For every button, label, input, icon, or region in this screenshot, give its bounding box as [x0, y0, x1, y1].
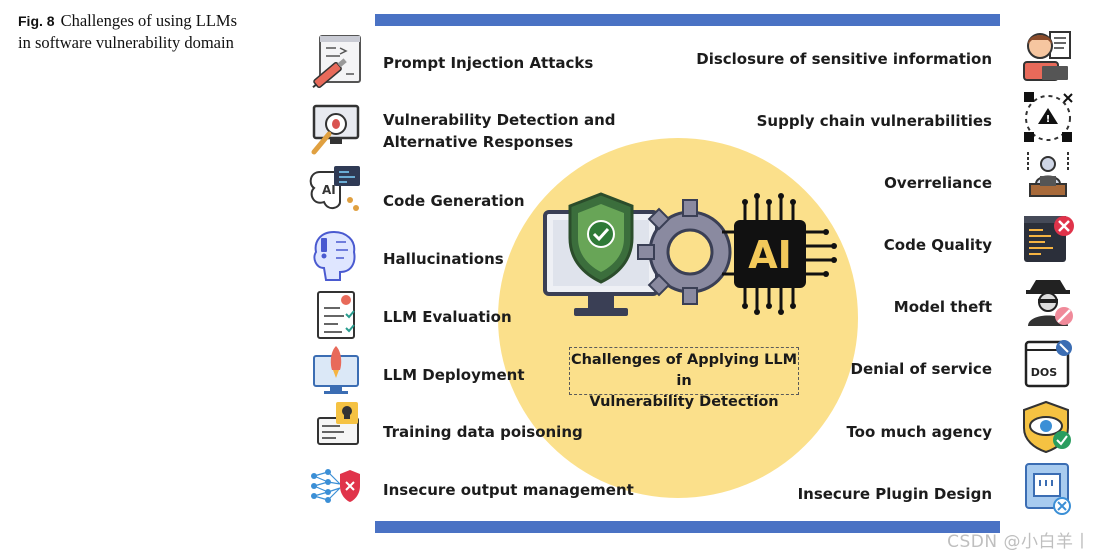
- left-item-training-data-poisoning: Training data poisoning: [383, 423, 583, 441]
- left-item-llm-deployment: LLM Deployment: [383, 366, 525, 384]
- right-item-disclosure: Disclosure of sensitive information: [696, 50, 992, 68]
- center-title-line-1: Challenges of Applying LLM in: [570, 352, 798, 389]
- supply-chain-icon: !: [1024, 92, 1073, 142]
- svg-text:AI: AI: [322, 183, 336, 197]
- right-item-insecure-plugin: Insecure Plugin Design: [797, 485, 992, 503]
- right-item-code-quality: Code Quality: [883, 236, 992, 254]
- watermark: CSDN @小白羊丨: [947, 532, 1091, 552]
- left-item-vuln-detection-line-2: Alternative Responses: [383, 133, 574, 151]
- center-title-box: Challenges of Applying LLM in Vulnerabil…: [569, 347, 799, 410]
- right-item-denial-of-service: Denial of service: [850, 360, 992, 378]
- person-document-icon: [1023, 31, 1071, 81]
- left-item-vuln-detection: Vulnerability Detection and Alternative …: [383, 109, 616, 153]
- code-error-icon: [1024, 216, 1074, 262]
- ai-chip-icon: AI: [722, 193, 837, 315]
- right-item-model-theft: Model theft: [893, 298, 992, 316]
- chip-text: AI: [748, 233, 792, 277]
- top-bar: [375, 14, 1000, 26]
- right-item-too-much-agency: Too much agency: [846, 423, 992, 441]
- right-item-supply-chain: Supply chain vulnerabilities: [756, 112, 992, 130]
- left-item-code-generation: Code Generation: [383, 192, 525, 210]
- chained-person-icon: [1027, 152, 1069, 197]
- figure-number: Fig. 8: [18, 13, 55, 29]
- spy-icon: [1026, 280, 1073, 326]
- left-item-vuln-detection-line-1: Vulnerability Detection and: [383, 111, 616, 129]
- left-item-hallucinations: Hallucinations: [383, 250, 504, 268]
- poison-data-icon: [317, 402, 359, 445]
- brain-icon: [313, 230, 356, 281]
- caption-line-2: in software vulnerability domain: [18, 33, 234, 52]
- dos-icon: DOS: [1024, 340, 1072, 388]
- caption-line-1: Challenges of using LLMs: [60, 11, 238, 30]
- bug-monitor-icon: [311, 104, 360, 155]
- rocket-monitor-icon: [313, 346, 359, 394]
- svg-text:!: !: [1046, 114, 1051, 125]
- shield-icon: [568, 192, 634, 284]
- ai-code-icon: AI: [309, 166, 360, 211]
- hero-illustration: AI: [543, 192, 837, 316]
- right-item-overreliance: Overreliance: [884, 174, 992, 192]
- eye-shield-icon: [1023, 400, 1071, 454]
- left-item-insecure-output: Insecure output management: [383, 481, 634, 499]
- left-item-prompt-injection: Prompt Injection Attacks: [383, 54, 594, 72]
- injection-icon: [312, 35, 361, 89]
- svg-text:DOS: DOS: [1031, 366, 1057, 379]
- center-circle: [498, 138, 858, 498]
- checklist-icon: [317, 291, 355, 339]
- left-item-llm-evaluation: LLM Evaluation: [383, 308, 512, 326]
- bottom-bar: [375, 521, 1000, 533]
- network-shield-icon: [311, 469, 360, 503]
- figure-caption: Fig. 8 Challenges of using LLMs in softwa…: [18, 10, 288, 54]
- center-title-line-2: Vulnerability Detection: [589, 394, 779, 410]
- gear-icon: [637, 199, 732, 305]
- plugin-port-icon: [1025, 463, 1071, 515]
